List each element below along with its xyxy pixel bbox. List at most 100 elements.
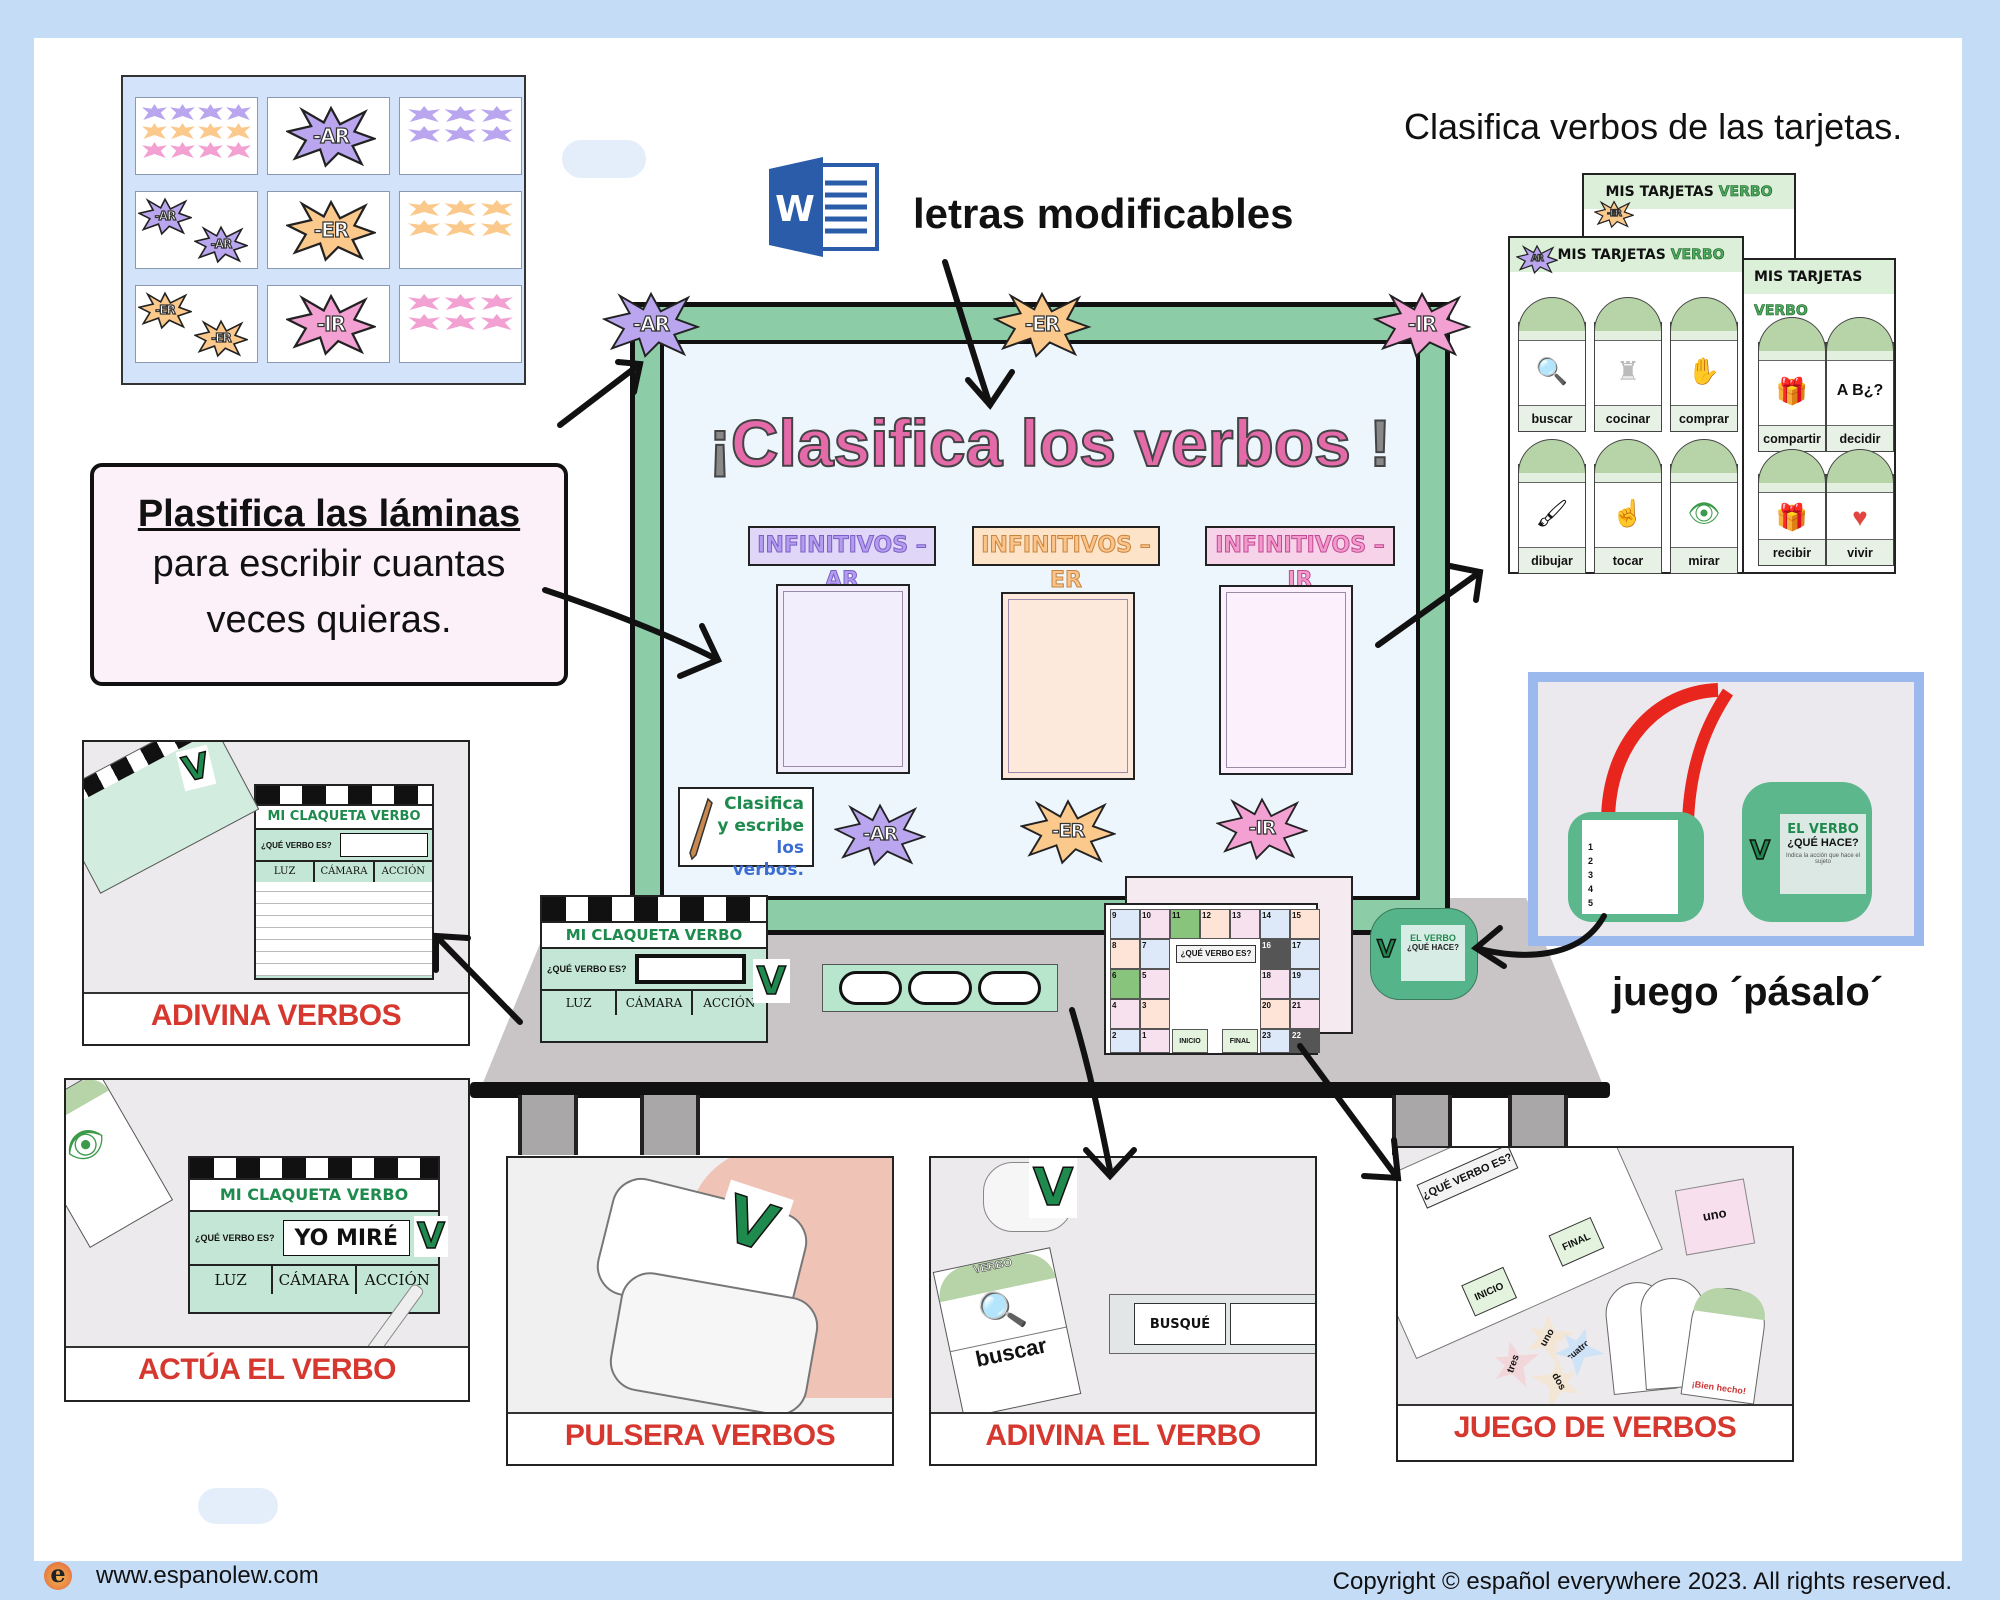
thumb-card-ar: -AR xyxy=(267,97,390,175)
photo-adivina-el-verbo: V VERBO 🔍 buscar BUSQUÉ ADIVINA EL VERBO xyxy=(929,1156,1317,1466)
sheet-title: MIS TARJETAS xyxy=(1605,184,1714,200)
er-burst: -ER xyxy=(138,290,192,330)
sheet-title-accent: VERBO xyxy=(1754,303,1808,320)
table-leg xyxy=(1508,1095,1568,1155)
classify-cards-heading: Clasifica verbos de las tarjetas. xyxy=(1404,106,1903,147)
verb-card: ♜ cocinar xyxy=(1594,297,1662,432)
clapper-list xyxy=(256,882,432,976)
thumb-card-ir: -IR xyxy=(267,285,390,363)
verb-die: uno xyxy=(1674,1178,1756,1256)
clapper-answer-field[interactable] xyxy=(634,954,746,984)
pasalo-heading: juego ´pásalo´ xyxy=(1612,970,1884,1014)
verb-card: A B¿? decidir xyxy=(1826,317,1894,452)
verb-card-sheet-ar: MIS TARJETAS VERBO AR 🔍 buscar ♜ cocinar… xyxy=(1508,236,1744,574)
espanol-everywhere-logo-icon: e xyxy=(44,1562,72,1590)
verb-badge: EL VERBO ¿QUÉ HACE? Indica la acción que… xyxy=(1742,782,1872,922)
clapper-luz: LUZ xyxy=(542,991,618,1015)
classify-instruction-note: Clasifica y escribe los verbos. xyxy=(678,787,814,880)
verb-card-mirar: 👁 xyxy=(66,1080,174,1248)
callout-line: para escribir cuantas xyxy=(152,543,506,585)
column-label-er: INFINITIVOS –ER xyxy=(972,526,1160,594)
er-burst: -ER xyxy=(194,318,248,358)
photo-caption: JUEGO DE VERBOS xyxy=(1453,1411,1737,1444)
verb-card: 👁 mirar xyxy=(1670,439,1738,574)
board-title: ¡Clasifica los verbos ! xyxy=(700,405,1400,481)
ar-burst: -AR xyxy=(286,104,376,168)
board-game-sheet: 9 10 11 12 13 14 15 8 7 16 17 6 5 18 19 … xyxy=(1104,903,1320,1055)
verb-card-sheet-ir: MIS TARJETAS VERBO 🎁 compartir A B¿? dec… xyxy=(1738,258,1896,574)
table-leg xyxy=(640,1095,700,1155)
board-game-title: ¿QUÉ VERBO ES? xyxy=(1176,945,1256,963)
photo-caption: ADIVINA EL VERBO xyxy=(985,1419,1261,1452)
verb-card: ♥ vivir xyxy=(1826,449,1894,566)
verb-card: ✋ comprar xyxy=(1670,297,1738,432)
receive-gift-icon: 🎁 xyxy=(1775,501,1809,532)
corner-burst-ir: -IR xyxy=(1372,290,1472,358)
bracelet-slot-ar xyxy=(839,971,903,1005)
ar-burst: -AR xyxy=(194,224,248,264)
pocket-card: EL VERBO ¿QUÉ HACE? xyxy=(1401,925,1465,981)
answer-slot-ar: BUSQUÉ xyxy=(1134,1303,1226,1345)
ar-burst: -AR xyxy=(138,196,192,236)
finger-touch-icon: ☝ xyxy=(1611,497,1645,528)
ending-cards-thumbnail-sheet: -AR -AR -AR -ER xyxy=(121,75,526,385)
cloud-decoration xyxy=(198,1488,278,1524)
corner-burst-ar: -AR xyxy=(602,290,700,358)
verb-v-badge: V xyxy=(414,1215,448,1258)
verb-card-buscar: VERBO 🔍 buscar xyxy=(932,1247,1082,1419)
callout-line: veces quieras. xyxy=(206,599,452,641)
heart-icon: ♥ xyxy=(1852,501,1868,532)
clapperboard-on-table: MI CLAQUETA VERBO ¿QUÉ VERBO ES? LUZ CÁM… xyxy=(540,895,790,1043)
paintbrush-icon: 🖌 xyxy=(1535,497,1569,528)
thumb-card-er-double: -ER -ER xyxy=(135,285,258,363)
column-label-ar: INFINITIVOS –AR xyxy=(748,526,936,594)
photo-actua-el-verbo: MI CLAQUETA VERBO ¿QUÉ VERBO ES?YO MIRÉ … xyxy=(64,1078,470,1402)
magnifier-question-icon: 🔍 xyxy=(1535,355,1569,386)
title-text: Clasifica los verbos xyxy=(730,405,1352,481)
thumb-card-er: -ER xyxy=(267,191,390,269)
verb-badge-pocket: EL VERBO ¿QUÉ HACE? V xyxy=(1370,908,1478,1000)
write-area-ar[interactable] xyxy=(776,584,910,774)
ar-burst: AR xyxy=(1516,244,1558,274)
answer-slot-er xyxy=(1230,1303,1315,1345)
bottom-burst-ir: -IR xyxy=(1216,794,1308,862)
rotated-clapper xyxy=(84,742,260,894)
clapper-question: ¿QUÉ VERBO ES? xyxy=(547,964,627,974)
clapper-stripes xyxy=(542,897,766,923)
clapper-answer-field: YO MIRÉ xyxy=(282,1220,410,1256)
footer-copyright: Copyright © español everywhere 2023. All… xyxy=(1332,1568,1952,1595)
word-document-icon: W xyxy=(767,155,879,258)
write-area-er[interactable] xyxy=(1001,592,1135,780)
website-link[interactable]: www.espanolew.com xyxy=(96,1562,319,1589)
clapper-title: MI CLAQUETA VERBO xyxy=(542,923,766,949)
thumb-card-ar-double: -AR -AR xyxy=(135,191,258,269)
sheet-title-accent: VERBO xyxy=(1670,247,1725,264)
er-burst: -ER xyxy=(286,198,376,262)
thumb-card-ir-grid xyxy=(399,285,522,363)
verb-v-badge: V xyxy=(752,958,790,1004)
red-ribbon xyxy=(1601,683,1733,822)
clapper-title: MI CLAQUETA VERBO xyxy=(190,1180,438,1212)
title-close-mark: ! xyxy=(1368,405,1392,481)
er-burst: -ER xyxy=(1594,199,1634,229)
corner-burst-er: -ER xyxy=(992,290,1092,358)
laminate-tip-callout: Plastifica las láminas para escribir cua… xyxy=(90,463,568,686)
verb-card: ☝ tocar xyxy=(1594,439,1662,574)
board-game-end: FINAL xyxy=(1222,1029,1258,1053)
callout-title: Plastifica las láminas xyxy=(137,493,521,535)
photo-caption: ADIVINA VERBOS xyxy=(150,999,402,1032)
bottom-burst-er: -ER xyxy=(1020,796,1116,866)
sheet-title: MIS TARJETAS xyxy=(1754,269,1863,285)
write-area-ir[interactable] xyxy=(1219,585,1353,775)
eye-icon: 👁 xyxy=(1687,497,1721,528)
thumb-card-ar-grid xyxy=(399,97,522,175)
sheet-title-accent: VERBO xyxy=(1718,184,1773,201)
footer-website: e www.espanolew.com xyxy=(44,1562,319,1590)
clapper-question: ¿QUÉ VERBO ES? xyxy=(195,1233,275,1243)
verb-card: 🎁 compartir xyxy=(1758,317,1826,452)
gift-give-icon: 🎁 xyxy=(1775,375,1809,406)
cloud-decoration xyxy=(562,140,646,178)
